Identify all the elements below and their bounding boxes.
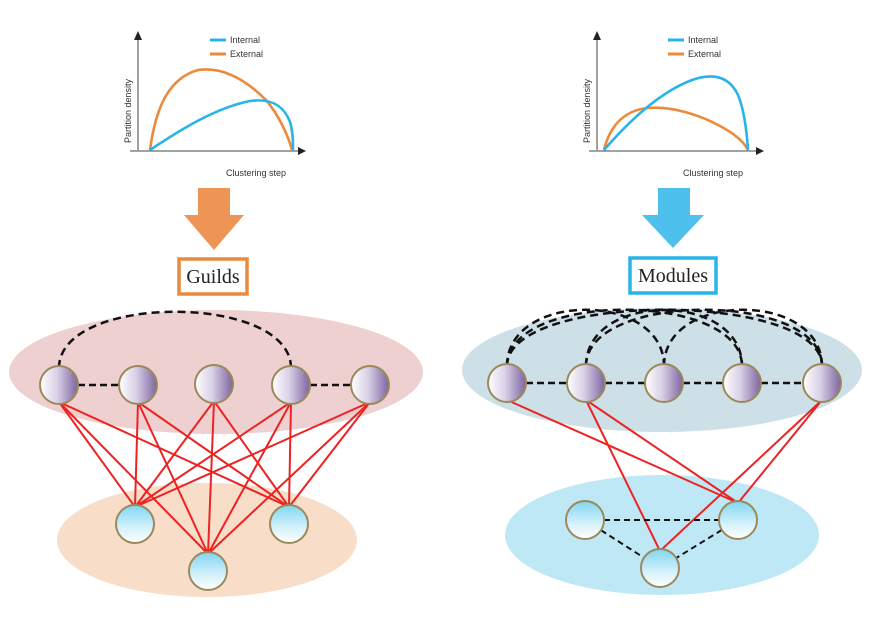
- top-group-node: [271, 365, 311, 405]
- inter-group-link: [58, 401, 209, 555]
- top-group-node: [118, 365, 158, 405]
- top-group-node: [644, 363, 684, 403]
- inter-group-link: [659, 399, 823, 552]
- intra-group-link: [600, 529, 645, 559]
- inter-group-link: [288, 401, 292, 508]
- intra-group-link: [675, 529, 723, 559]
- intra-group-arc-link: [505, 308, 744, 367]
- top-group-node: [39, 365, 79, 405]
- bottom-group-node: [188, 551, 228, 591]
- inter-group-link: [585, 399, 739, 504]
- guilds-arrow: [184, 188, 244, 250]
- y-axis-label: Partition density: [582, 78, 592, 143]
- y-axis-label: Partition density: [123, 78, 133, 143]
- inter-group-link: [585, 399, 661, 552]
- x-axis-arrow-icon: [298, 147, 306, 155]
- x-axis-label: Clustering step: [683, 168, 743, 178]
- guilds-label: Guilds: [186, 266, 240, 288]
- legend-label-internal: Internal: [230, 35, 260, 45]
- modules-chart: Partition density Clustering step Intern…: [582, 31, 764, 178]
- modules-label: Modules: [638, 265, 708, 287]
- top-group-node: [350, 365, 390, 405]
- intra-group-arc-link: [584, 308, 824, 367]
- top-group-node: [566, 363, 606, 403]
- inter-group-link: [737, 399, 823, 504]
- inter-group-link: [288, 401, 371, 508]
- bottom-group-node: [565, 500, 605, 540]
- guilds-network: [9, 310, 423, 597]
- legend-label-external: External: [688, 49, 721, 59]
- x-axis-label: Clustering step: [226, 168, 286, 178]
- series-line-external: [148, 68, 294, 151]
- y-axis-arrow-icon: [593, 31, 601, 40]
- intra-group-arc-link: [584, 308, 744, 367]
- top-group-node: [194, 364, 234, 404]
- series-line-internal: [603, 75, 750, 151]
- series-line-internal: [149, 99, 295, 152]
- top-group-node: [487, 363, 527, 403]
- label-box-border: [177, 257, 249, 296]
- modules-label-box: Modules: [628, 256, 718, 295]
- down-arrow-icon: [642, 188, 704, 248]
- y-axis-arrow-icon: [134, 31, 142, 40]
- intra-group-arc-link: [505, 308, 666, 367]
- legend-label-internal: Internal: [688, 35, 718, 45]
- bottom-group-node: [269, 504, 309, 544]
- inter-group-link: [134, 401, 371, 508]
- guilds-label-box: Guilds: [177, 257, 249, 296]
- inter-group-link: [134, 401, 292, 508]
- bottom-group-node: [115, 504, 155, 544]
- series-line-external: [602, 106, 750, 151]
- inter-group-link: [134, 401, 139, 508]
- bottom-group-node: [718, 500, 758, 540]
- modules-panel: Partition density Clustering step Intern…: [462, 31, 862, 595]
- legend-label-external: External: [230, 49, 263, 59]
- inter-group-link: [134, 400, 215, 508]
- down-arrow-icon: [184, 188, 244, 250]
- guilds-panel: Partition density Clustering step Intern…: [9, 31, 423, 597]
- guilds-chart: Partition density Clustering step Intern…: [123, 31, 306, 178]
- modules-network: [462, 308, 862, 595]
- inter-group-link: [207, 400, 215, 555]
- intra-group-arc-link: [57, 310, 293, 369]
- intra-group-arc-link: [505, 308, 824, 367]
- label-box-border: [628, 256, 718, 295]
- x-axis-arrow-icon: [756, 147, 764, 155]
- top-group-node: [722, 363, 762, 403]
- top-group-node: [802, 363, 842, 403]
- inter-group-link: [207, 401, 371, 555]
- inter-group-link: [506, 399, 739, 504]
- modules-arrow: [642, 188, 704, 248]
- intra-group-arc-link: [662, 308, 824, 367]
- inter-group-link: [137, 401, 209, 555]
- bottom-group-node: [640, 548, 680, 588]
- inter-group-link: [58, 401, 136, 508]
- inter-group-link: [207, 401, 292, 555]
